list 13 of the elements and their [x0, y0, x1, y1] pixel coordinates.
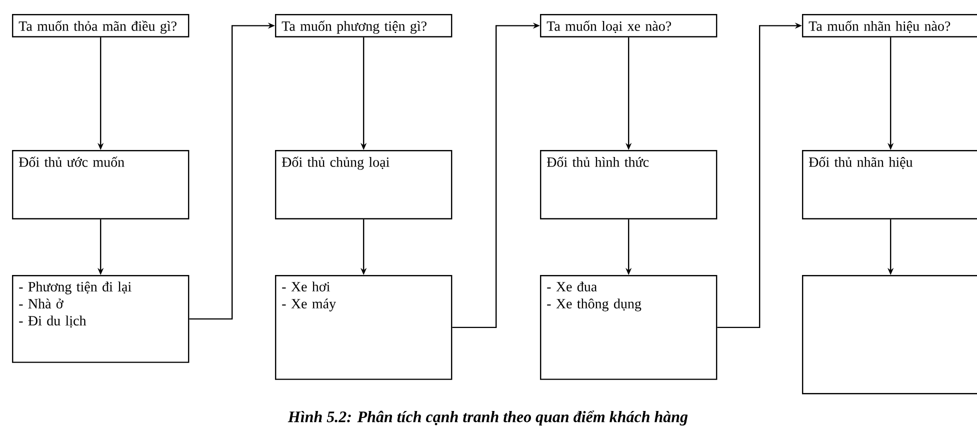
competitor-box: Đối thủ ước muốn — [12, 150, 190, 220]
top-question-box: Ta muốn nhãn hiệu nào? — [802, 14, 977, 38]
list-box: - Xe hơi - Xe máy — [275, 274, 452, 380]
empty-box — [802, 274, 977, 394]
list-box: - Phương tiện đi lại - Nhà ở - Đi du lịch — [12, 274, 190, 363]
competitor-box: Đối thủ hình thức — [540, 150, 718, 220]
top-question-box: Ta muốn thỏa mãn điều gì? — [12, 14, 190, 38]
competitor-box: Đối thủ chủng loại — [275, 150, 452, 220]
top-question-box: Ta muốn phương tiện gì? — [275, 14, 452, 38]
top-question-box: Ta muốn loại xe nào? — [540, 14, 718, 38]
caption: Hình 5.2: Phân tích cạnh tranh theo quan điểm khách hàng — [288, 410, 688, 426]
competitor-box: Đối thủ nhãn hiệu — [802, 150, 977, 220]
list-box: - Xe đua - Xe thông dụng — [540, 274, 718, 380]
